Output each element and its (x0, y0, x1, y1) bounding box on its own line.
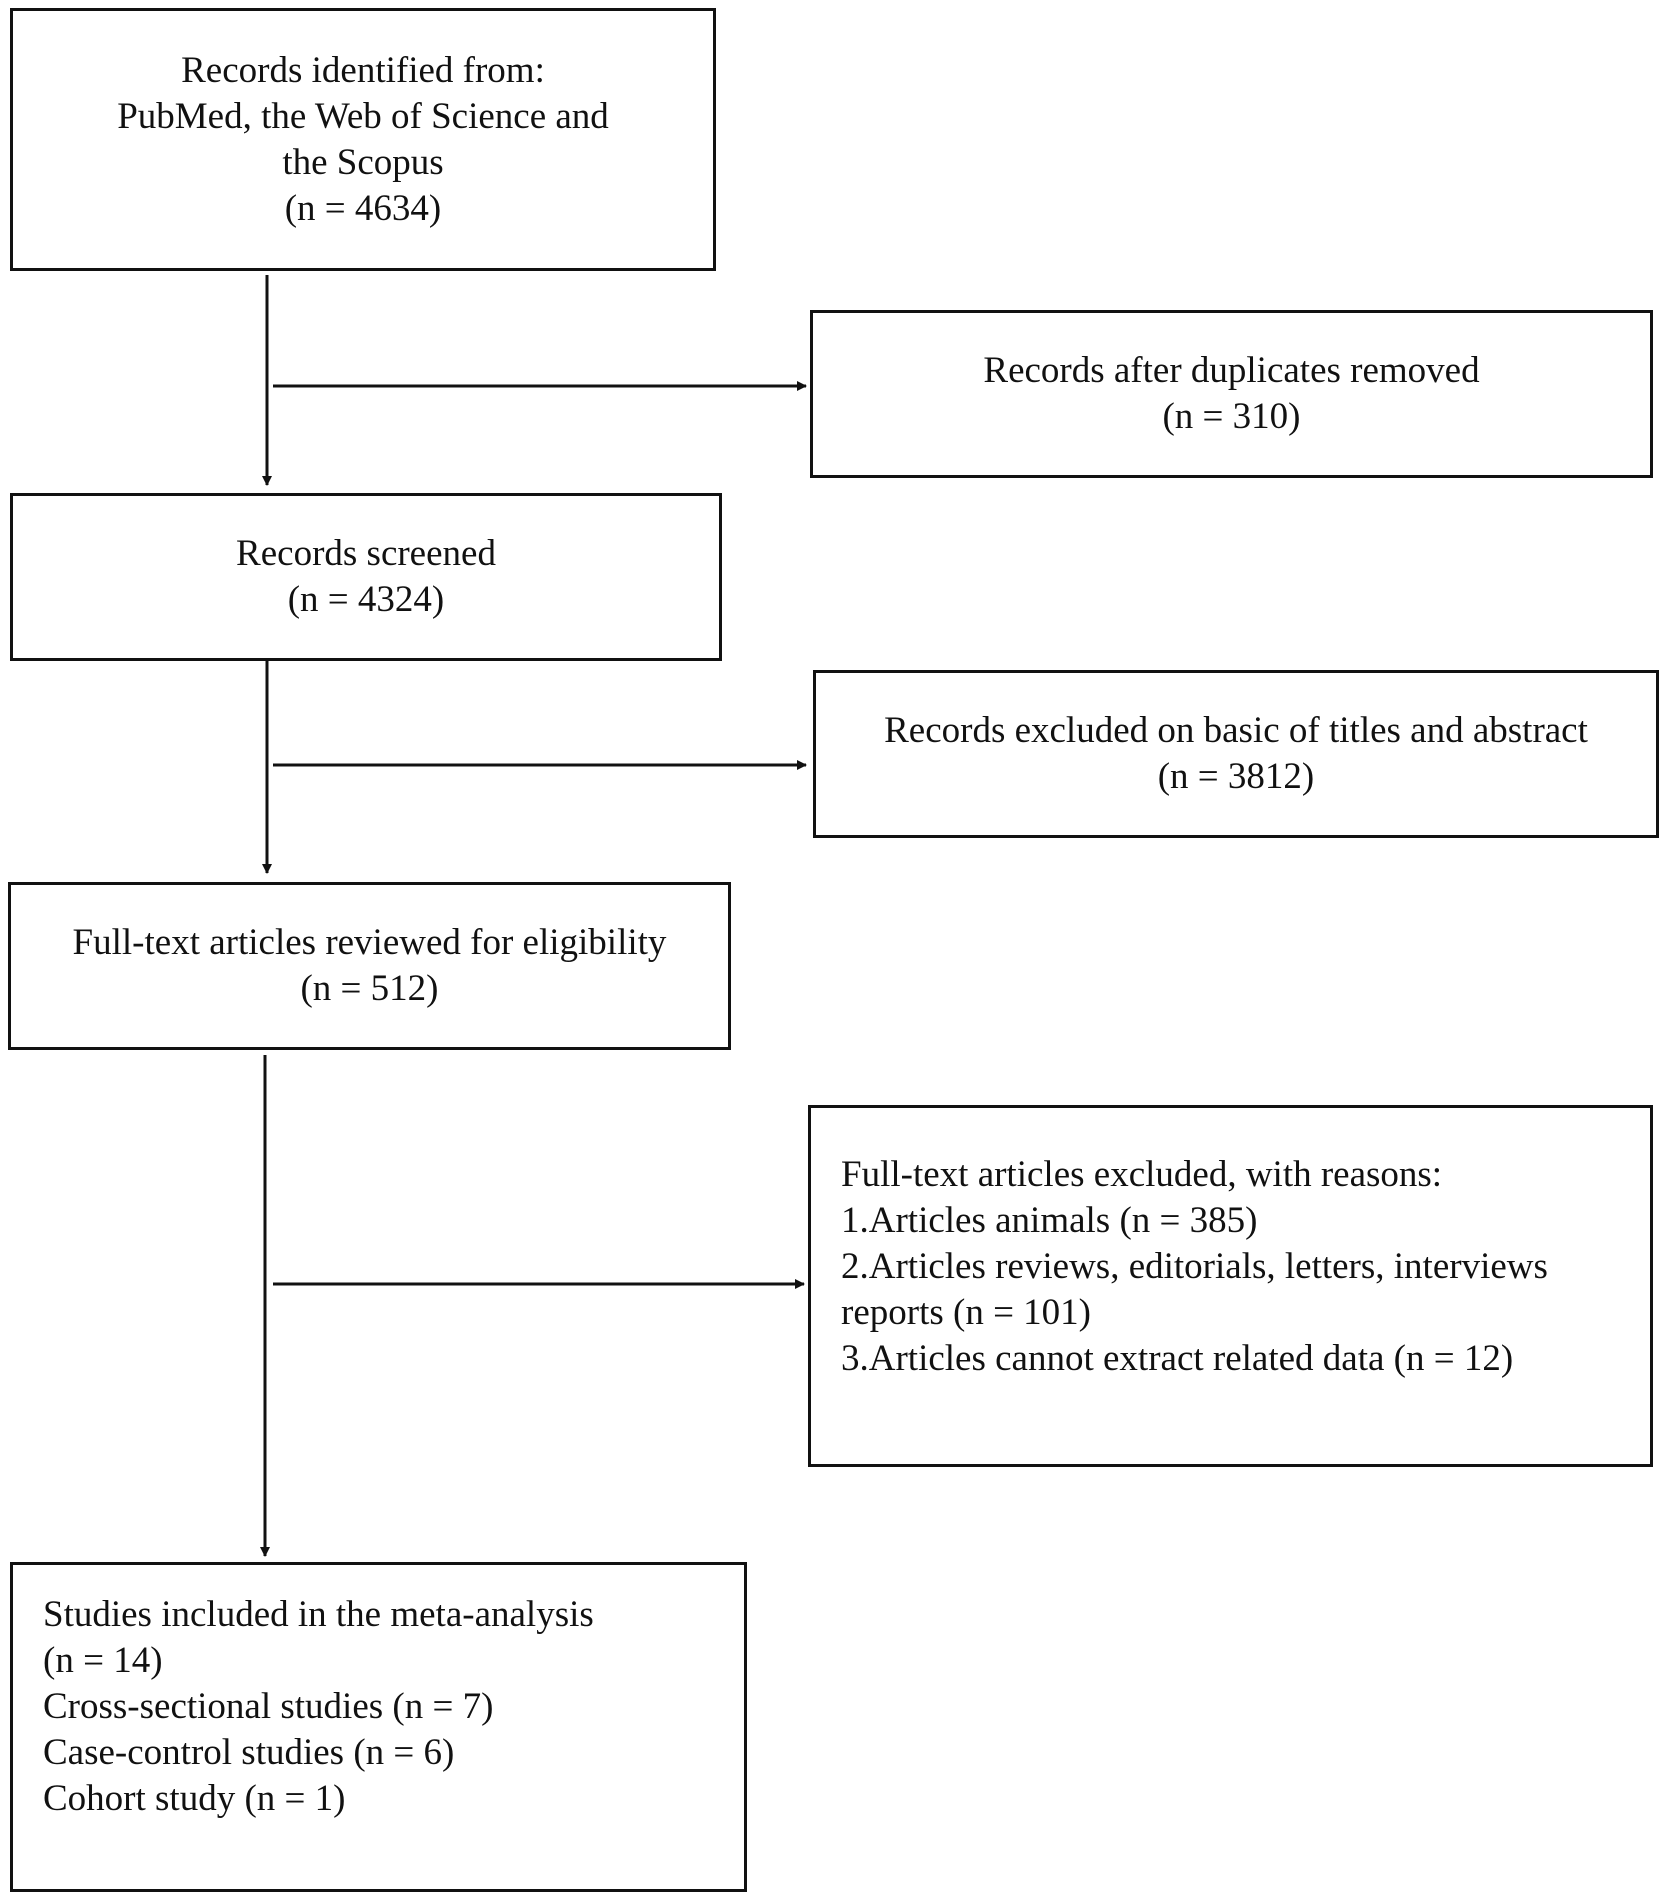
excluded-titles-box: Records excluded on basic of titles and … (813, 670, 1659, 838)
records-screened-label: Records screened (236, 533, 496, 574)
fulltext-reviewed-label: Full-text articles reviewed for eligibil… (72, 922, 667, 963)
records-identified-line-3: the Scopus (282, 141, 444, 183)
fulltext-reviewed-count: (n = 512) (300, 968, 439, 1009)
excluded-titles-count: (n = 3812) (1157, 756, 1315, 797)
case-control-count: Case-control studies (n = 6) (43, 1732, 455, 1773)
fulltext-reviewed-box: Full-text articles reviewed for eligibil… (8, 882, 731, 1050)
fulltext-excluded-reason-3: 3.Articles cannot extract related data (… (841, 1338, 1514, 1379)
records-screened-box: Records screened (n = 4324) (10, 493, 722, 661)
studies-included-count: (n = 14) (43, 1640, 163, 1681)
records-screened-count: (n = 4324) (287, 579, 445, 620)
studies-included-label: Studies included in the meta-analysis (43, 1594, 594, 1635)
studies-included-box: Studies included in the meta-analysis (n… (10, 1562, 747, 1892)
records-identified-box: Records identified from: PubMed, the Web… (10, 8, 716, 271)
fulltext-excluded-box: Full-text articles excluded, with reason… (808, 1105, 1653, 1467)
fulltext-excluded-reason-2-cont: reports (n = 101) (841, 1292, 1092, 1333)
duplicates-removed-count: (n = 310) (1162, 396, 1301, 437)
cohort-count: Cohort study (n = 1) (43, 1778, 346, 1819)
duplicates-removed-label: Records after duplicates removed (983, 350, 1480, 391)
duplicates-removed-box: Records after duplicates removed (n = 31… (810, 310, 1653, 478)
fulltext-excluded-reason-1: 1.Articles animals (n = 385) (841, 1200, 1258, 1241)
records-identified-line-2: PubMed, the Web of Science and (117, 95, 609, 137)
excluded-titles-label: Records excluded on basic of titles and … (884, 710, 1588, 751)
cross-sectional-count: Cross-sectional studies (n = 7) (43, 1686, 494, 1727)
fulltext-excluded-reason-2: 2.Articles reviews, editorials, letters,… (841, 1246, 1548, 1287)
records-identified-line-1: Records identified from: (181, 49, 545, 91)
fulltext-excluded-heading: Full-text articles excluded, with reason… (841, 1154, 1443, 1195)
records-identified-count: (n = 4634) (284, 187, 442, 229)
